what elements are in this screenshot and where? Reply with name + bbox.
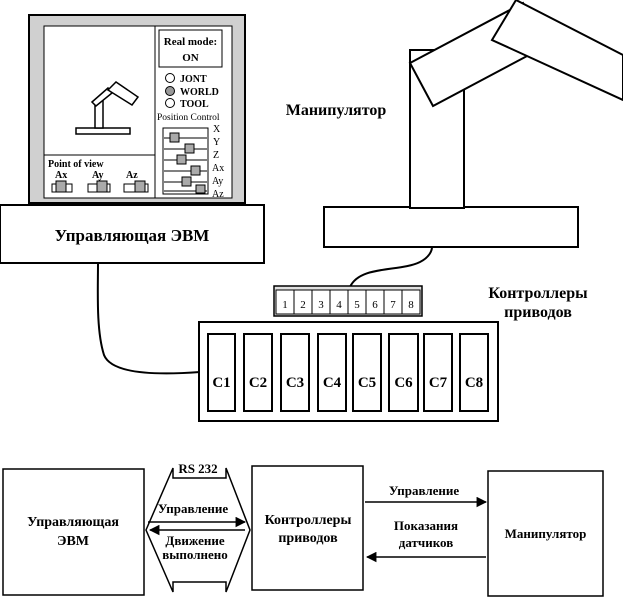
block-controllers-line2: приводов [278,531,338,546]
block-upr-left: Управление [158,501,229,516]
rs232-label: RS 232 [178,461,217,476]
card-label-c1: C1 [212,375,230,391]
real-mode-label: Real mode: [164,36,217,48]
pin-3: 3 [318,299,324,311]
slider-x-thumb[interactable] [169,132,180,143]
card-label-c7: C7 [429,375,448,391]
slider-az-thumb[interactable] [195,184,206,194]
card-label-c3: C3 [286,375,304,391]
card-label-c5: C5 [358,375,376,391]
slider-ay-thumb[interactable] [181,176,192,187]
slider-y-thumb[interactable] [184,143,195,154]
pov-sliders [51,180,149,193]
pov-ay-label: Ay [92,170,103,181]
real-mode-value[interactable]: ON [182,52,199,64]
controller-card-1 [207,333,236,412]
controllers-label-line2: приводов [504,304,572,321]
radio-jont-label: JONT [180,74,207,85]
pin-5: 5 [354,299,360,311]
radio-world[interactable] [165,86,175,96]
computer-label: Управляющая ЭВМ [55,226,210,245]
block-computer-line2: ЭВМ [57,534,89,549]
point-of-view-label: Point of view [48,159,104,170]
card-label-c6: C6 [394,375,413,391]
axis-az-label: Az [212,189,224,200]
pin-4: 4 [336,299,342,311]
controller-card-3 [280,333,310,412]
axis-ax-label: Ax [212,163,224,174]
block-manipulator: Манипулятор [487,470,604,597]
pin-1: 1 [282,299,288,311]
radio-tool[interactable] [165,98,175,108]
card-label-c4: C4 [323,375,342,391]
card-label-c2: C2 [249,375,267,391]
position-sliders [162,127,209,195]
axis-x-label: X [213,124,221,135]
slider-ax-thumb[interactable] [190,165,201,176]
pov-ax-thumb[interactable] [55,180,67,193]
pin-2: 2 [300,299,306,311]
controllers-rack: C1 C2 C3 C4 C5 C6 C7 C8 [198,321,499,422]
pov-ay-thumb[interactable] [96,180,108,193]
pov-az-thumb[interactable] [134,180,146,193]
radio-tool-label: TOOL [180,99,209,110]
block-sensors-line1: Показания [394,518,458,533]
block-manipulator-label: Манипулятор [505,526,587,541]
block-done-line2: выполнено [162,547,228,562]
computer-unit: Управляющая ЭВМ [0,204,265,264]
pin-6: 6 [372,299,378,311]
radio-jont[interactable] [165,73,175,83]
block-controllers-line1: Контроллеры [265,513,352,528]
axis-z-label: Z [213,150,219,161]
block-controllers: Контроллеры приводов [251,465,364,591]
cable-controllers-manipulator [349,246,433,288]
controller-card-4 [317,333,347,412]
pov-ax-label: Ax [55,170,67,181]
slider-z-thumb[interactable] [176,154,187,165]
manipulator-label: Манипулятор [286,102,387,119]
cable-computer-controllers [96,262,201,375]
controllers-label-line1: Контроллеры [488,285,588,302]
axis-ay-label: Ay [212,176,223,187]
axis-y-label: Y [213,137,220,148]
pov-az-label: Az [126,170,138,181]
block-upr-right: Управление [389,483,460,498]
manipulator [323,0,623,248]
controller-card-8 [459,333,489,412]
radio-world-label: WORLD [180,87,219,98]
block-computer: Управляющая ЭВМ [2,468,145,596]
block-done-line1: Движение [165,533,224,548]
block-computer-line1: Управляющая [27,515,119,530]
controller-card-6 [388,333,419,412]
connector-strip: 1 2 3 4 5 6 7 8 [273,285,423,317]
robot-preview-icon [75,81,140,135]
controller-card-7 [423,333,453,412]
controller-card-2 [243,333,273,412]
position-control-label: Position Control [157,113,220,123]
card-label-c8: C8 [465,375,483,391]
pin-8: 8 [408,299,414,311]
computer-monitor: Real mode: ON JONT WORLD TOOL Position C… [28,14,246,204]
controller-card-5 [352,333,382,412]
pin-7: 7 [390,299,396,311]
block-sensors-line2: датчиков [399,535,453,550]
